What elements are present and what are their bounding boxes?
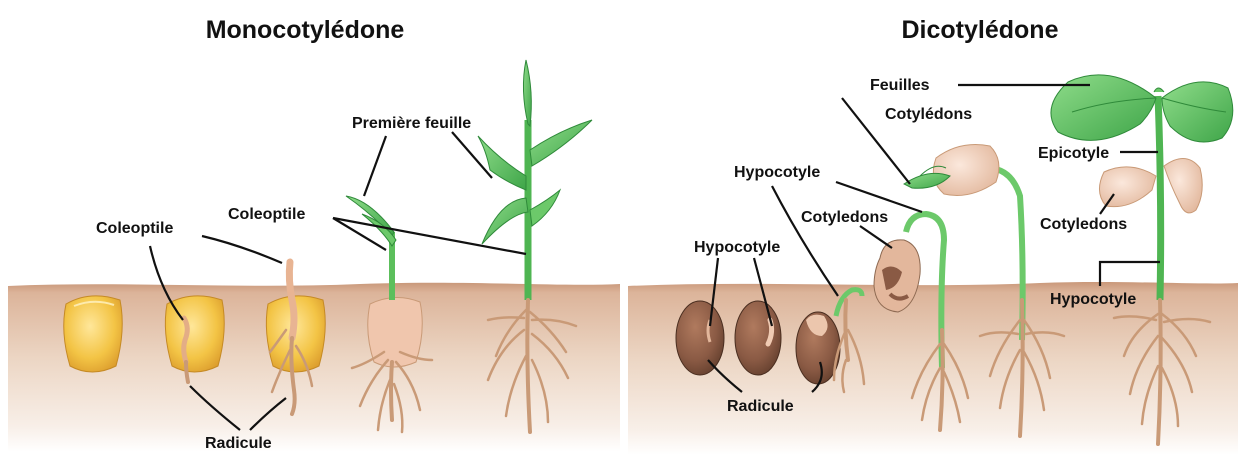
label-feuilles: Feuilles	[870, 77, 930, 94]
label-premiere-feuille: Première feuille	[352, 115, 471, 132]
maize-kernel-stage-1	[64, 296, 123, 372]
label-hypocotyle-left: Hypocotyle	[694, 239, 780, 256]
leader-coleoptile-1	[202, 236, 282, 263]
title-dicotyledone: Dicotylédone	[902, 16, 1059, 44]
bean-seed-stage-2	[735, 301, 781, 375]
leader-cotyledons-mid	[860, 226, 892, 248]
label-coleoptile-1: Coleoptile	[96, 220, 173, 237]
leader-premiere-feuille-a	[364, 136, 386, 196]
label-cotyledons-mid: Cotyledons	[801, 209, 888, 226]
label-radicule-mono: Radicule	[205, 435, 272, 452]
label-epicotyle: Epicotyle	[1038, 145, 1109, 162]
label-hypocotyle-right: Hypocotyle	[1050, 291, 1136, 308]
bean-seed-stage-1	[676, 301, 724, 375]
soil-dicot	[628, 282, 1238, 455]
label-cotyledons-top: Cotylédons	[885, 106, 972, 123]
label-cotyledons-right: Cotyledons	[1040, 216, 1127, 233]
label-radicule-dico: Radicule	[727, 398, 794, 415]
leader-hypocotyle-top-b	[772, 186, 838, 296]
label-hypocotyle-top: Hypocotyle	[734, 164, 820, 181]
title-monocotyledone: Monocotylédone	[206, 16, 405, 44]
label-coleoptile-2: Coleoptile	[228, 206, 305, 223]
